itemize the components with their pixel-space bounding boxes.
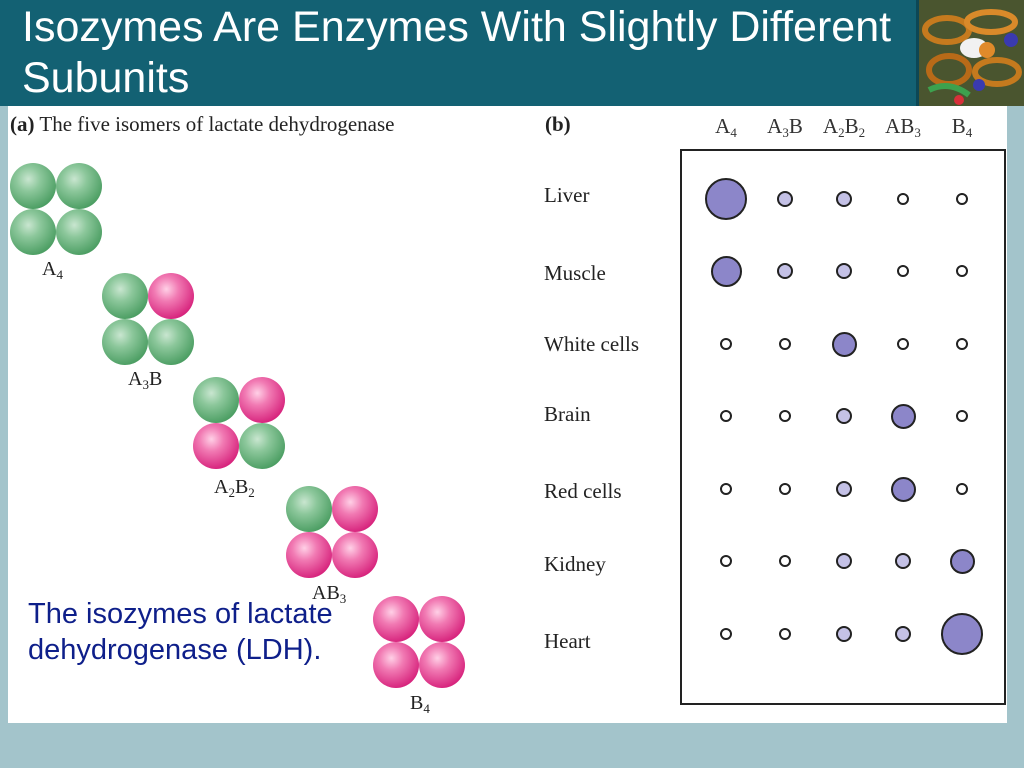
column-header: B4 bbox=[951, 114, 973, 140]
isozyme-level-dot bbox=[836, 191, 852, 207]
isozyme-level-dot bbox=[720, 338, 732, 350]
panel-b-title: (b) bbox=[545, 112, 571, 136]
isozyme-level-dot bbox=[779, 410, 791, 422]
isozyme-level-dot bbox=[895, 553, 911, 569]
subunit-b-sphere bbox=[373, 642, 419, 688]
isozyme-level-dot bbox=[836, 553, 852, 569]
isozyme-level-dot bbox=[897, 265, 909, 277]
isozyme-level-dot bbox=[836, 263, 852, 279]
protein-structure-image bbox=[916, 0, 1024, 106]
tissue-label: Red cells bbox=[544, 479, 622, 503]
isozyme-level-dot bbox=[956, 483, 968, 495]
isozyme-level-dot bbox=[777, 263, 793, 279]
isozyme-level-dot bbox=[890, 476, 916, 502]
isomer-label: A2B2 bbox=[214, 476, 255, 500]
isozyme-level-dot bbox=[956, 410, 968, 422]
subunit-b-sphere bbox=[332, 486, 378, 532]
subunit-b-sphere bbox=[373, 596, 419, 642]
tissue-label: Heart bbox=[544, 629, 591, 653]
subunit-b-sphere bbox=[419, 642, 465, 688]
protein-ribbon-icon bbox=[919, 0, 1024, 106]
isozyme-level-dot bbox=[710, 255, 742, 287]
tissue-label: Muscle bbox=[544, 261, 606, 285]
isozyme-level-dot bbox=[949, 548, 975, 574]
slide-caption: The isozymes of lactate dehydrogenase (L… bbox=[28, 598, 333, 666]
isozyme-level-dot bbox=[779, 628, 791, 640]
isozyme-level-dot bbox=[956, 265, 968, 277]
subunit-a-sphere bbox=[286, 486, 332, 532]
slide-header: Isozymes Are Enzymes With Slightly Diffe… bbox=[0, 0, 1024, 106]
subunit-b-sphere bbox=[239, 377, 285, 423]
subunit-a-sphere bbox=[102, 273, 148, 319]
tissue-label: White cells bbox=[544, 332, 640, 356]
isomer-label: AB3 bbox=[312, 582, 347, 606]
tissue-label: Liver bbox=[544, 183, 590, 207]
subunit-b-sphere bbox=[419, 596, 465, 642]
isomer-label: B4 bbox=[410, 692, 430, 716]
isozyme-level-dot bbox=[705, 178, 747, 220]
subunit-a-sphere bbox=[148, 319, 194, 365]
subunit-b-sphere bbox=[193, 423, 239, 469]
subunit-b-sphere bbox=[286, 532, 332, 578]
isozyme-level-dot bbox=[836, 481, 852, 497]
isozyme-level-dot bbox=[836, 408, 852, 424]
isozyme-level-dot bbox=[720, 410, 732, 422]
isomer-label: A4 bbox=[42, 258, 63, 282]
isozyme-level-dot bbox=[956, 193, 968, 205]
isozyme-level-dot bbox=[779, 483, 791, 495]
isozyme-level-dot bbox=[720, 555, 732, 567]
isozyme-level-dot bbox=[895, 626, 911, 642]
subunit-a-sphere bbox=[56, 163, 102, 209]
isozyme-level-dot bbox=[720, 628, 732, 640]
tissue-label: Brain bbox=[544, 402, 591, 426]
isozyme-level-dot bbox=[897, 338, 909, 350]
subunit-a-sphere bbox=[239, 423, 285, 469]
isozyme-level-dot bbox=[779, 338, 791, 350]
isozyme-level-dot bbox=[836, 626, 852, 642]
subunit-b-sphere bbox=[148, 273, 194, 319]
tissue-label: Kidney bbox=[544, 552, 606, 576]
slide-title: Isozymes Are Enzymes With Slightly Diffe… bbox=[22, 3, 892, 102]
isozyme-level-dot bbox=[831, 331, 857, 357]
isozyme-level-dot bbox=[779, 555, 791, 567]
subunit-a-sphere bbox=[193, 377, 239, 423]
distribution-box bbox=[680, 149, 1006, 705]
column-header: A2B2 bbox=[822, 114, 866, 140]
isomer-label: A3B bbox=[128, 368, 163, 392]
isozyme-level-dot bbox=[941, 613, 983, 655]
subunit-a-sphere bbox=[10, 209, 56, 255]
column-header: AB3 bbox=[885, 114, 921, 140]
isozyme-level-dot bbox=[890, 403, 916, 429]
isozyme-level-dot bbox=[720, 483, 732, 495]
subunit-a-sphere bbox=[102, 319, 148, 365]
isozyme-level-dot bbox=[897, 193, 909, 205]
column-header: A4 bbox=[715, 114, 737, 140]
subunit-a-sphere bbox=[10, 163, 56, 209]
column-header: A3B bbox=[767, 114, 803, 140]
isozyme-level-dot bbox=[777, 191, 793, 207]
panel-a-title: (a) The five isomers of lactate dehydrog… bbox=[10, 112, 395, 136]
isozyme-level-dot bbox=[956, 338, 968, 350]
subunit-a-sphere bbox=[56, 209, 102, 255]
subunit-b-sphere bbox=[332, 532, 378, 578]
